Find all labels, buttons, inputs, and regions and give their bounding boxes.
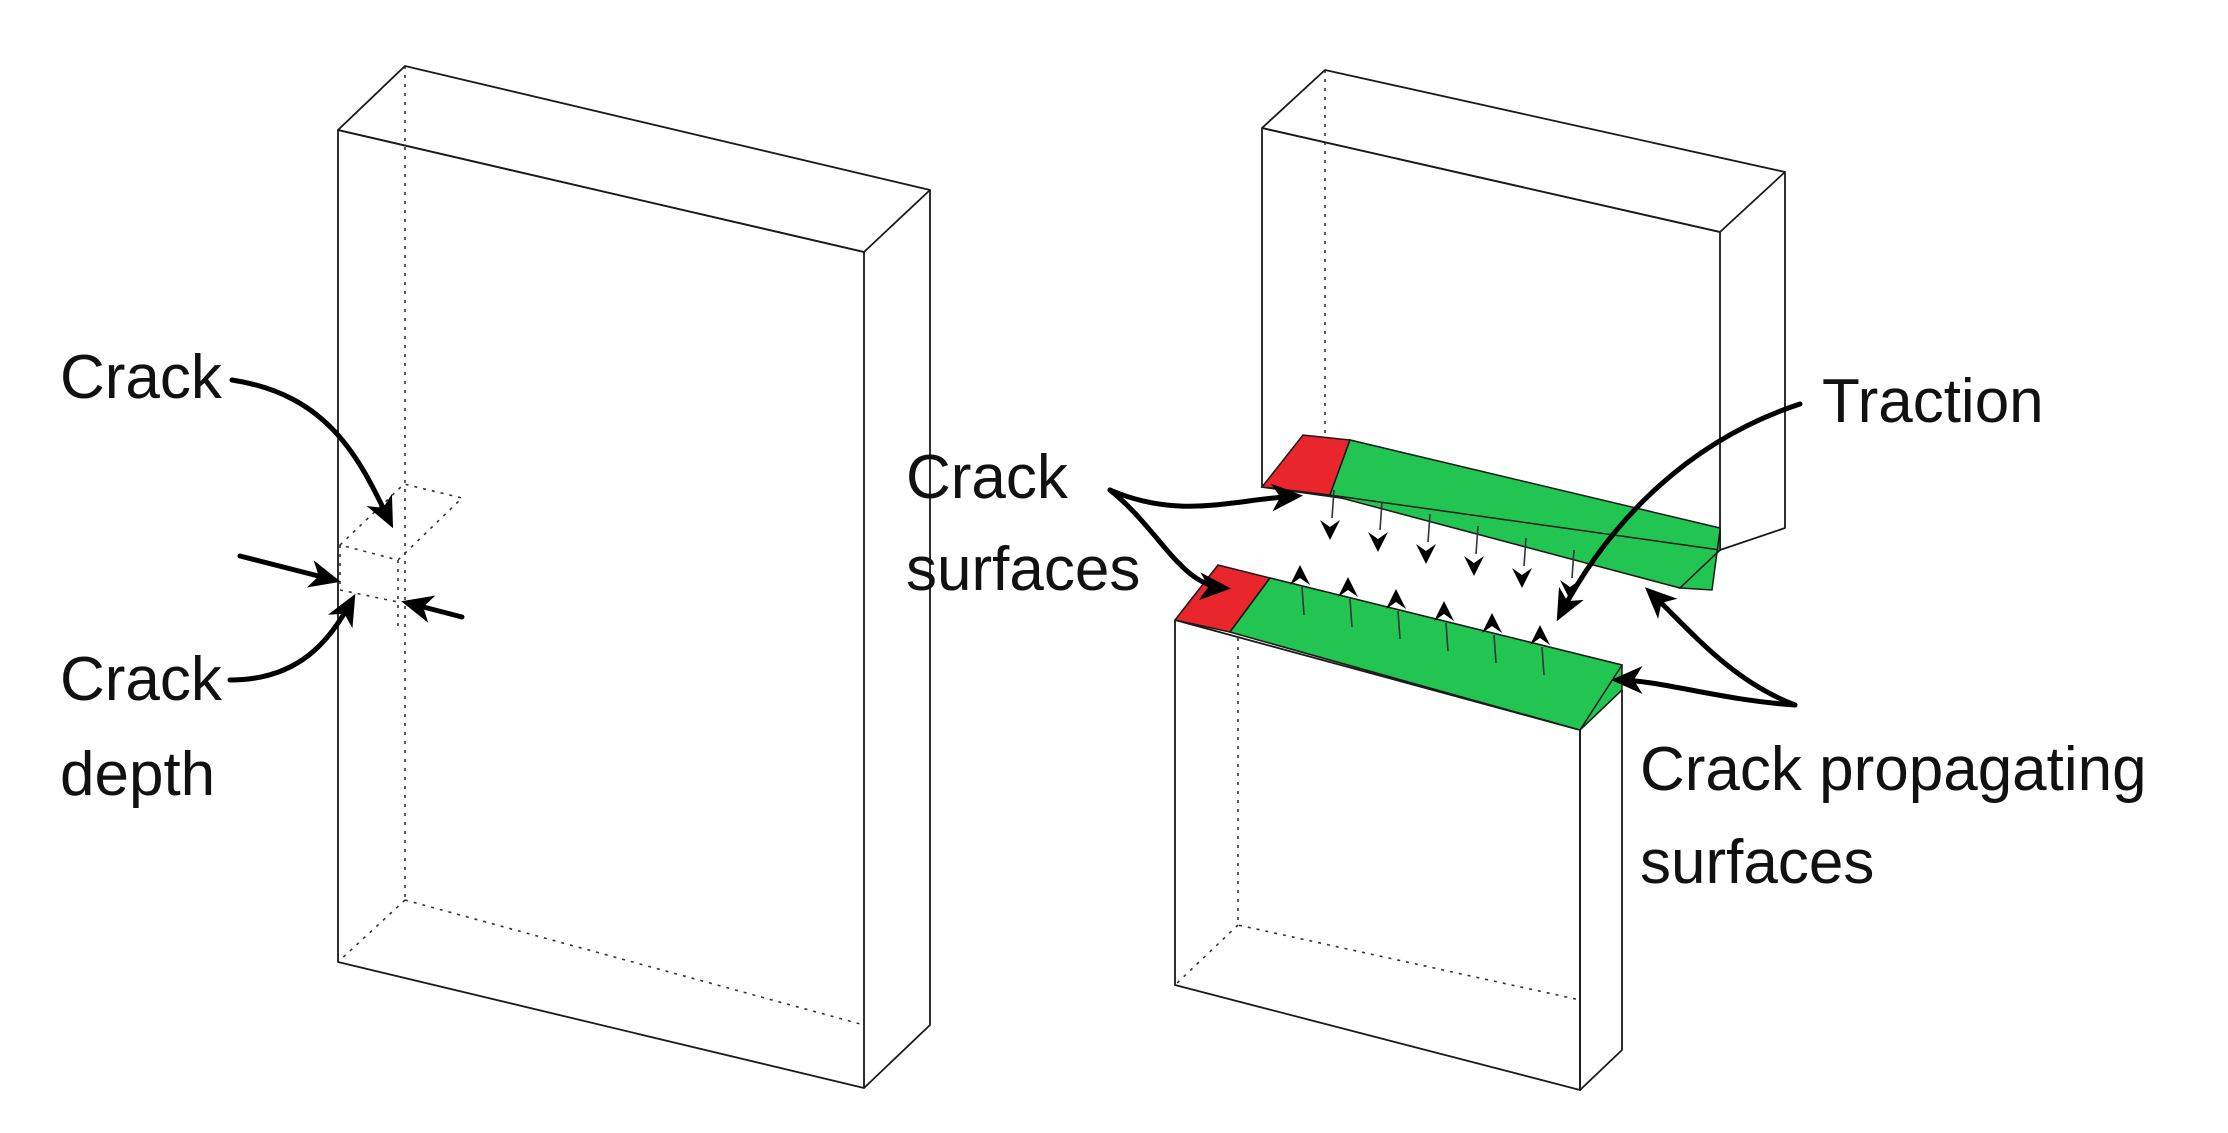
traction-arrowhead (1320, 520, 1340, 540)
traction-arrowhead (1338, 577, 1358, 597)
traction-arrowhead (1416, 544, 1436, 564)
traction-tick (1541, 646, 1545, 676)
crack-propagating-label-2: surfaces (1640, 828, 1874, 897)
crack-surfaces-label-2: surfaces (906, 535, 1140, 604)
traction-tick (1379, 501, 1383, 531)
traction-tick (1493, 634, 1497, 664)
traction-tick (1427, 513, 1431, 543)
initial-crack (338, 483, 464, 628)
crack-depth-dimension (227, 553, 465, 683)
traction-tick (1349, 598, 1353, 628)
traction-arrowhead (1530, 625, 1550, 645)
crack-label: Crack (60, 343, 223, 412)
traction-tick (1523, 537, 1527, 567)
crack-propagating-label-1: Crack propagating (1640, 735, 2147, 804)
crack-surfaces-pointers (1107, 483, 1303, 601)
upper-half (1260, 69, 1786, 591)
traction-tick (1571, 549, 1575, 579)
traction-tick (1445, 622, 1449, 652)
traction-arrowhead (1434, 601, 1454, 621)
traction-arrowhead (1464, 556, 1484, 576)
traction-arrowhead (1512, 568, 1532, 588)
propagating-surfaces-pointers (1611, 587, 1798, 708)
traction-arrowhead (1482, 613, 1502, 633)
crack-surfaces-label-1: Crack (906, 443, 1069, 512)
intact-specimen (337, 65, 931, 1089)
crack-depth-label-1: Crack (60, 645, 223, 714)
traction-tick (1331, 489, 1335, 519)
traction-label: Traction (1822, 367, 2044, 436)
traction-arrowhead (1290, 565, 1310, 585)
traction-arrowhead (1368, 532, 1388, 552)
lower-half (1173, 564, 1624, 1091)
traction-pointer (1556, 401, 1803, 622)
traction-tick (1475, 525, 1479, 555)
traction-tick (1397, 610, 1401, 640)
crack-pointer (229, 377, 394, 529)
traction-tick (1301, 586, 1305, 616)
crack-depth-label-2: depth (60, 740, 215, 809)
traction-arrowhead (1386, 589, 1406, 609)
